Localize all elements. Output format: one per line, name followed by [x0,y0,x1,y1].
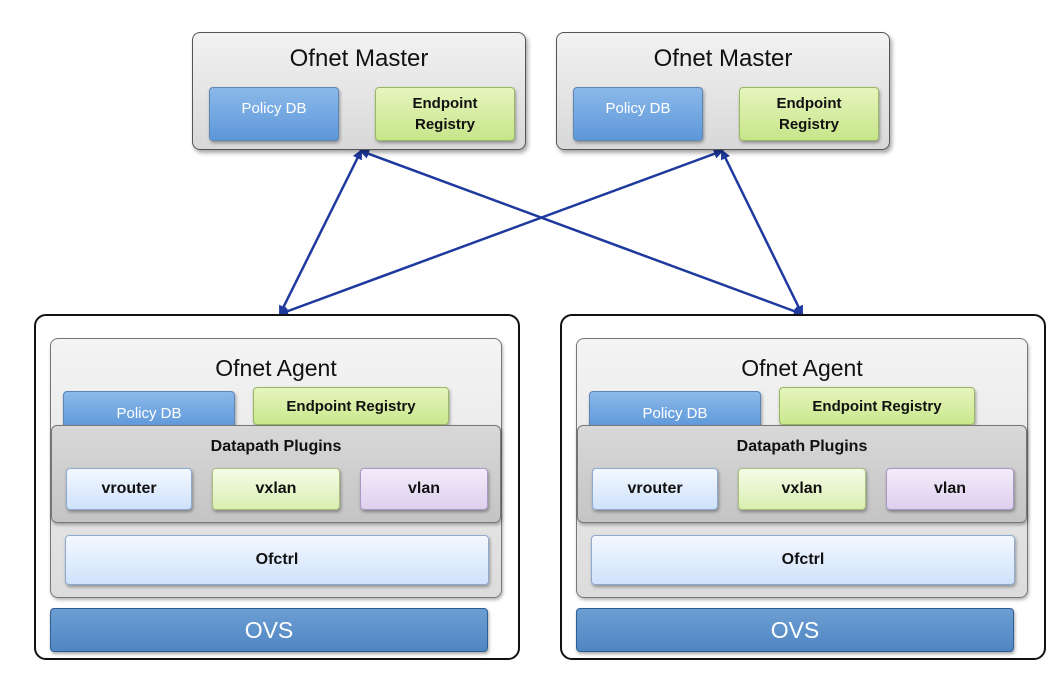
agent-endpoint-registry: Endpoint Registry [253,387,449,425]
agent-title: Ofnet Agent [215,355,337,381]
host-node-2: Ofnet Agent Policy DB Endpoint Registry … [560,314,1046,660]
master-title: Ofnet Master [289,45,429,72]
datapath-plugins: Datapath Plugins vrouter vxlan vlan [577,425,1027,523]
master-endpoint-registry: Endpoint Registry [739,87,879,141]
master-policy-db: Policy DB [209,87,339,141]
ovs: OVS [576,608,1014,652]
ofnet-agent: Ofnet Agent Policy DB Endpoint Registry … [50,338,502,598]
master-title: Ofnet Master [653,45,793,72]
endpoint-registry-line-2: Registry [414,116,476,133]
host-node-1: Ofnet Agent Policy DB Endpoint Registry … [34,314,520,660]
endpoint-registry-line-1: Endpoint [776,95,842,112]
agent-title: Ofnet Agent [741,355,863,381]
master-endpoint-registry: Endpoint Registry [375,87,515,141]
agent-endpoint-registry: Endpoint Registry [779,387,975,425]
ovs: OVS [50,608,488,652]
datapath-plugins-title: Datapath Plugins [736,438,868,455]
plugin-vrouter: vrouter [66,468,192,510]
ofnet-agent: Ofnet Agent Policy DB Endpoint Registry … [576,338,1028,598]
plugin-vlan: vlan [886,468,1014,510]
ofctrl: Ofctrl [65,535,489,585]
ofctrl: Ofctrl [591,535,1015,585]
arrow-master2-agent2 [720,149,804,316]
arrow-master2-agent1 [278,149,724,316]
arrow-master1-agent2 [359,149,804,316]
datapath-plugins: Datapath Plugins vrouter vxlan vlan [51,425,501,523]
master-policy-db: Policy DB [573,87,703,141]
plugin-vxlan: vxlan [212,468,340,510]
plugin-vlan: vlan [360,468,488,510]
plugin-vxlan: vxlan [738,468,866,510]
ofnet-master-1: Ofnet Master Policy DB Endpoint Registry [192,32,526,150]
agent-policy-db: Policy DB [63,391,235,429]
endpoint-registry-line-2: Registry [778,116,840,133]
agent-policy-db: Policy DB [589,391,761,429]
plugin-vrouter: vrouter [592,468,718,510]
datapath-plugins-title: Datapath Plugins [210,438,342,455]
endpoint-registry-line-1: Endpoint [412,95,478,112]
ofnet-master-2: Ofnet Master Policy DB Endpoint Registry [556,32,890,150]
